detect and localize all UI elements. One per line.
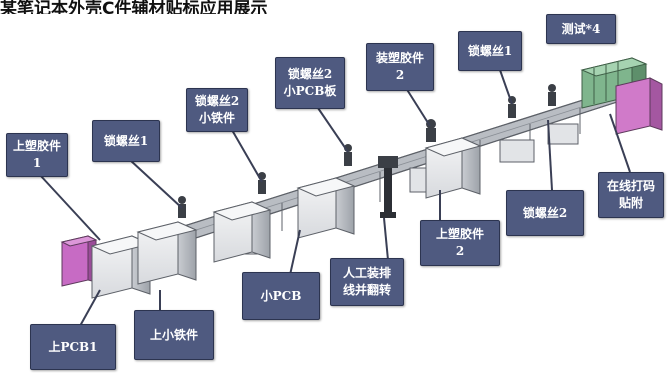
callout-test-x4: 测试*4 [546,14,616,44]
callout-screw-1-left: 锁螺丝1 [92,120,160,162]
callout-top-rubber-2: 上塑胶件 2 [420,220,500,266]
callout-screw-1-right: 锁螺丝1 [458,31,522,71]
loading-unit [60,235,98,287]
manual-station [378,156,398,218]
page-title: 某笔记本外壳C件辅材贴标应用展示 [0,0,268,14]
machine-modules [90,137,482,299]
callout-top-pcb1: 上PCB1 [30,324,116,370]
callout-small-pcb: 小PCB [242,272,320,320]
callout-online-print-label: 在线打码 贴附 [598,172,664,218]
callout-top-rubber-1: 上塑胶件 1 [6,133,68,177]
callout-screw-2-small-iron: 锁螺丝2 小铁件 [186,88,248,132]
callout-screw-2-right: 锁螺丝2 [506,190,584,236]
callout-assemble-rubber-2: 装塑胶件 2 [366,43,434,91]
callout-top-small-iron: 上小铁件 [134,310,214,360]
screwing-heads [178,84,556,218]
callout-pointers [39,69,631,327]
callout-manual-arrange-flip: 人工装排 线并翻转 [330,258,404,306]
callout-screw-2-small-pcb-board: 锁螺丝2 小PCB板 [275,57,345,109]
end-unit [615,77,663,135]
